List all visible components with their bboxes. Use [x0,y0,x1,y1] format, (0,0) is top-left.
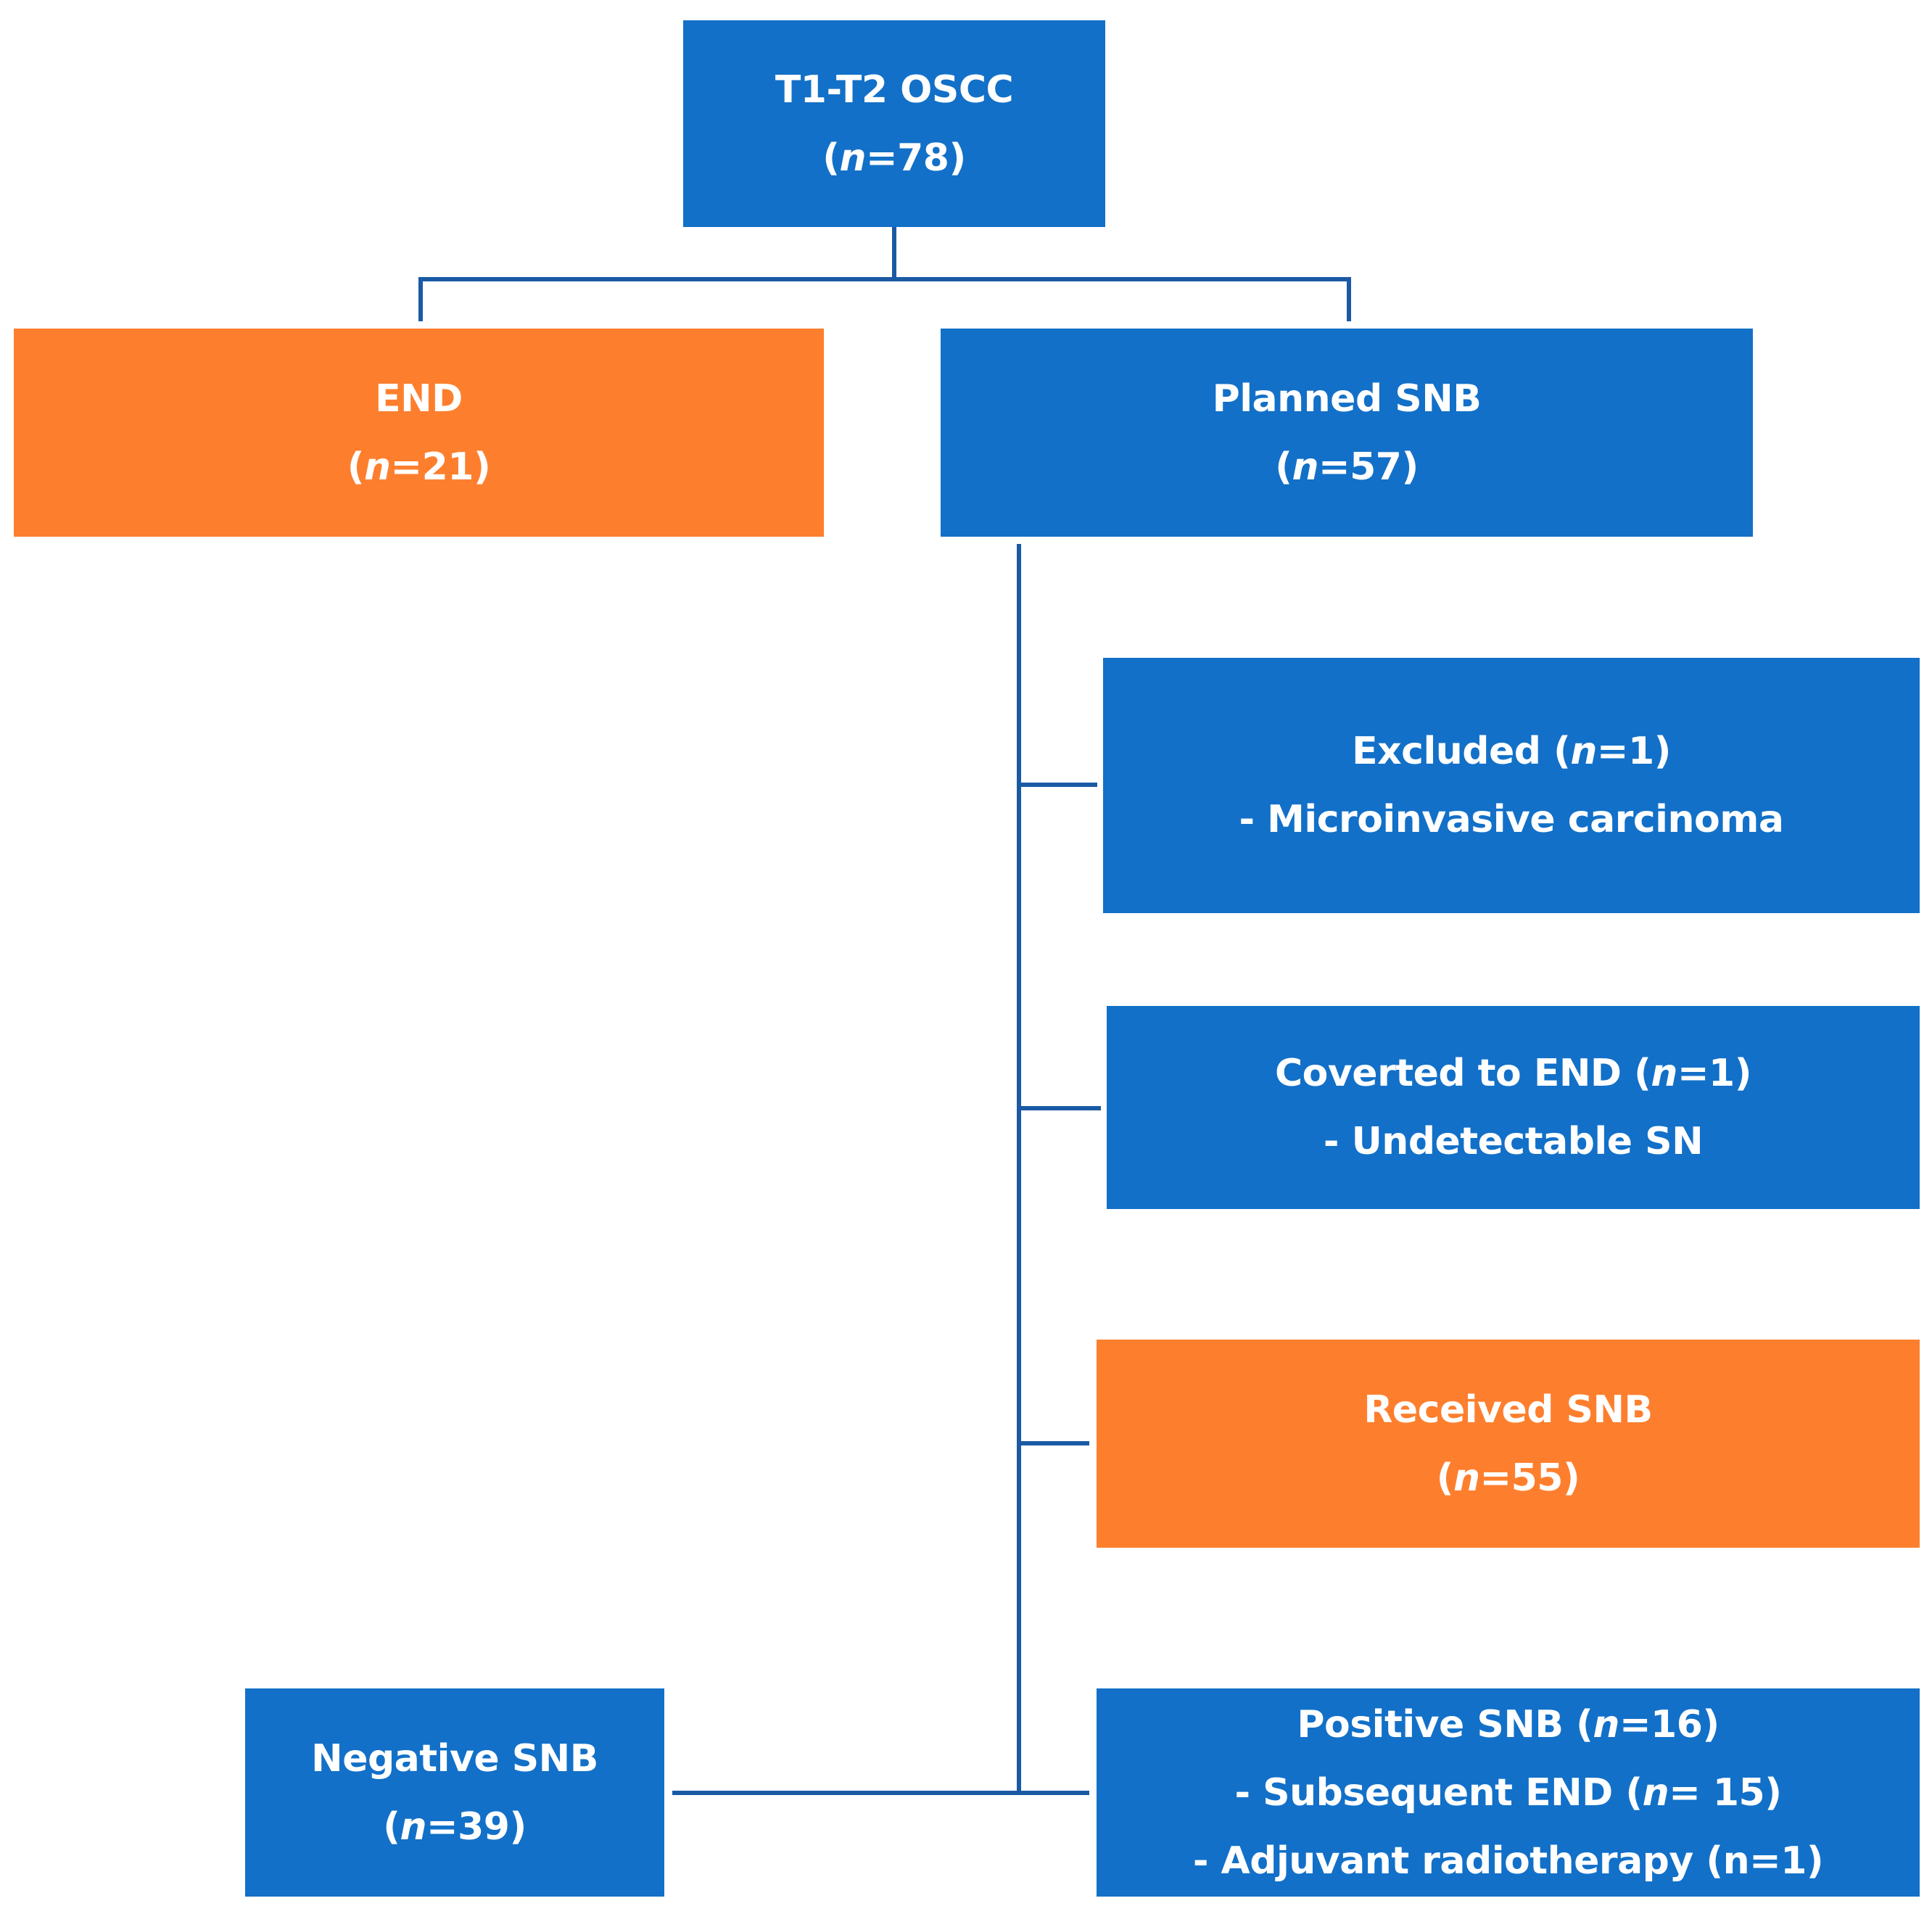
node-converted-label: Coverted to END (n=1) [1275,1052,1751,1095]
node-excluded: Excluded (n=1) - Microinvasive carcinoma [1103,658,1920,913]
node-root-count: (n=78) [822,136,966,180]
node-received-snb-label: Received SNB [1363,1387,1653,1432]
node-planned-snb: Planned SNB (n=57) [941,329,1753,537]
node-converted-detail: - Undetectable SN [1323,1120,1704,1163]
node-converted-to-end: Coverted to END (n=1) - Undetectable SN [1107,1006,1920,1209]
node-end: END (n=21) [14,329,824,537]
node-positive-snb-detail-end: - Subsequent END (n= 15) [1234,1770,1782,1815]
node-root: T1-T2 OSCC (n=78) [683,20,1105,227]
node-excluded-label: Excluded (n=1) [1352,730,1671,773]
node-end-label: END [375,376,463,421]
node-planned-snb-label: Planned SNB [1212,376,1482,421]
node-positive-snb-detail-radiotherapy: - Adjuvant radiotherapy (n=1) [1192,1839,1824,1883]
node-negative-snb-count: (n=39) [383,1804,527,1849]
node-excluded-detail: - Microinvasive carcinoma [1239,798,1784,841]
node-negative-snb-label: Negative SNB [311,1736,598,1781]
node-end-count: (n=21) [347,445,491,489]
node-received-snb-count: (n=55) [1436,1456,1580,1500]
node-received-snb: Received SNB (n=55) [1097,1340,1920,1548]
node-positive-snb: Positive SNB (n=16) - Subsequent END (n=… [1097,1688,1920,1897]
node-planned-snb-count: (n=57) [1275,445,1419,489]
node-negative-snb: Negative SNB (n=39) [245,1688,664,1897]
node-positive-snb-label: Positive SNB (n=16) [1297,1702,1720,1746]
node-root-label: T1-T2 OSCC [775,67,1014,112]
